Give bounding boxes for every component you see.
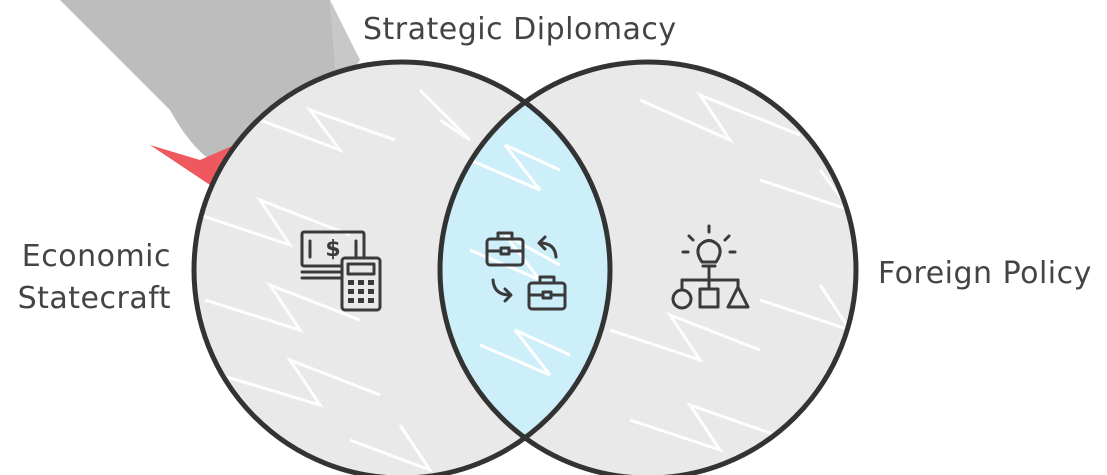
left-circle-outline <box>191 59 613 475</box>
money-calculator-icon: $ <box>300 230 382 312</box>
svg-text:$: $ <box>325 237 340 262</box>
briefcase-exchange-icon <box>485 231 567 311</box>
venn-title: Strategic Diplomacy <box>363 12 677 47</box>
left-set-label: Economic Statecraft <box>18 236 171 320</box>
right-set-label: Foreign Policy <box>878 256 1092 291</box>
right-circle-outline <box>437 59 859 475</box>
left-set-label-line2: Statecraft <box>17 281 171 316</box>
idea-hierarchy-icon <box>671 224 750 310</box>
left-set-label-line1: Economic <box>21 239 171 274</box>
